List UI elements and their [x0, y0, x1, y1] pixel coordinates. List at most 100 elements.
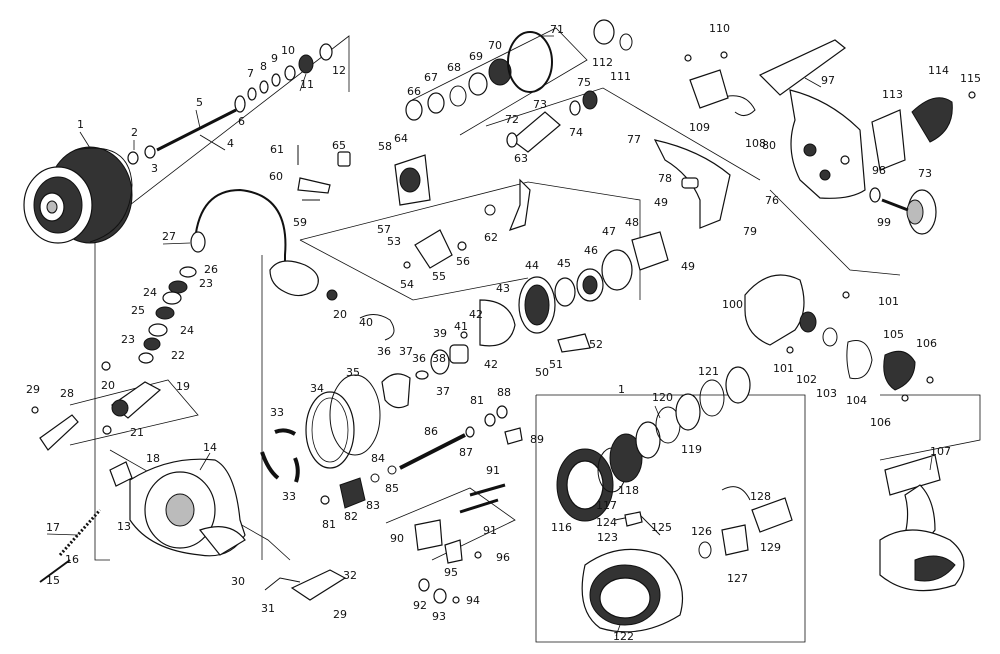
part-label-91: 91: [483, 524, 497, 537]
part-label-12: 12: [332, 64, 346, 77]
parts: [23, 19, 976, 633]
part-label-65: 65: [332, 139, 346, 152]
part-label-8: 8: [260, 60, 267, 73]
part-label-123: 123: [597, 531, 618, 544]
part-label-109: 109: [689, 121, 710, 134]
part-label-75: 75: [577, 76, 591, 89]
part-label-93: 93: [432, 610, 446, 623]
part-label-69: 69: [469, 50, 483, 63]
part-label-2: 2: [131, 126, 138, 139]
part-label-71: 71: [550, 23, 564, 36]
part-label-17: 17: [46, 521, 60, 534]
part-label-107: 107: [930, 445, 951, 458]
part-label-28: 28: [60, 387, 74, 400]
part-label-49: 49: [654, 196, 668, 209]
part-label-72: 72: [505, 113, 519, 126]
part-label-23: 23: [121, 333, 135, 346]
part-label-23: 23: [199, 277, 213, 290]
part-label-101: 101: [878, 295, 899, 308]
part-label-112: 112: [592, 56, 613, 69]
part-label-70: 70: [488, 39, 502, 52]
part-label-58: 58: [378, 140, 392, 153]
part-label-128: 128: [750, 490, 771, 503]
part-number-labels: 1234567891011121314151617181920202122232…: [26, 22, 981, 643]
part-label-105: 105: [883, 328, 904, 341]
part-label-20: 20: [101, 379, 115, 392]
part-label-80: 80: [762, 139, 776, 152]
part-label-110: 110: [709, 22, 730, 35]
part-label-39: 39: [433, 327, 447, 340]
part-label-42: 42: [469, 308, 483, 321]
part-label-121: 121: [698, 365, 719, 378]
part-label-77: 77: [627, 133, 641, 146]
part-label-101: 101: [773, 362, 794, 375]
part-label-62: 62: [484, 231, 498, 244]
part-label-85: 85: [385, 482, 399, 495]
part-label-115: 115: [960, 72, 981, 85]
part-label-108: 108: [745, 137, 766, 150]
part-label-54: 54: [400, 278, 414, 291]
part-label-56: 56: [456, 255, 470, 268]
part-label-33: 33: [270, 406, 284, 419]
part-label-100: 100: [722, 298, 743, 311]
part-label-118: 118: [618, 484, 639, 497]
part-label-35: 35: [346, 366, 360, 379]
part-label-66: 66: [407, 85, 421, 98]
part-label-60: 60: [269, 170, 283, 183]
part-label-36: 36: [412, 352, 426, 365]
part-label-125: 125: [651, 521, 672, 534]
part-label-32: 32: [343, 569, 357, 582]
part-label-42: 42: [484, 358, 498, 371]
part-label-98: 98: [872, 164, 886, 177]
part-label-113: 113: [882, 88, 903, 101]
part-label-90: 90: [390, 532, 404, 545]
group-outlines: [69, 27, 981, 643]
part-label-27: 27: [162, 230, 176, 243]
part-label-29: 29: [26, 383, 40, 396]
part-label-26: 26: [204, 263, 218, 276]
part-label-5: 5: [196, 96, 203, 109]
part-label-103: 103: [816, 387, 837, 400]
part-label-50: 50: [535, 366, 549, 379]
spool-part-1: [23, 146, 133, 244]
part-label-43: 43: [496, 282, 510, 295]
part-label-83: 83: [366, 499, 380, 512]
part-label-117: 117: [596, 499, 617, 512]
part-label-37: 37: [399, 345, 413, 358]
part-label-96: 96: [496, 551, 510, 564]
part-label-25: 25: [131, 304, 145, 317]
part-label-51: 51: [549, 358, 563, 371]
part-label-94: 94: [466, 594, 480, 607]
part-label-61: 61: [270, 143, 284, 156]
part-label-18: 18: [146, 452, 160, 465]
part-label-74: 74: [569, 126, 583, 139]
part-label-102: 102: [796, 373, 817, 386]
part-label-120: 120: [652, 391, 673, 404]
part-label-106: 106: [916, 337, 937, 350]
part-label-9: 9: [271, 52, 278, 65]
part-label-126: 126: [691, 525, 712, 538]
part-label-97: 97: [821, 74, 835, 87]
part-label-4: 4: [227, 137, 234, 150]
part-label-124: 124: [596, 516, 617, 529]
part-label-104: 104: [846, 394, 867, 407]
part-label-73: 73: [918, 167, 932, 180]
part-label-114: 114: [928, 64, 949, 77]
part-label-21: 21: [130, 426, 144, 439]
body-frame-97: [758, 39, 866, 199]
part-label-64: 64: [394, 132, 408, 145]
part-label-91: 91: [486, 464, 500, 477]
part-label-129: 129: [760, 541, 781, 554]
part-label-48: 48: [625, 216, 639, 229]
part-label-41: 41: [454, 320, 468, 333]
part-label-33: 33: [282, 490, 296, 503]
part-label-92: 92: [413, 599, 427, 612]
part-label-76: 76: [765, 194, 779, 207]
part-label-24: 24: [180, 324, 194, 337]
part-label-10: 10: [281, 44, 295, 57]
part-label-81: 81: [470, 394, 484, 407]
part-label-119: 119: [681, 443, 702, 456]
part-label-29: 29: [333, 608, 347, 621]
part-label-16: 16: [65, 553, 79, 566]
